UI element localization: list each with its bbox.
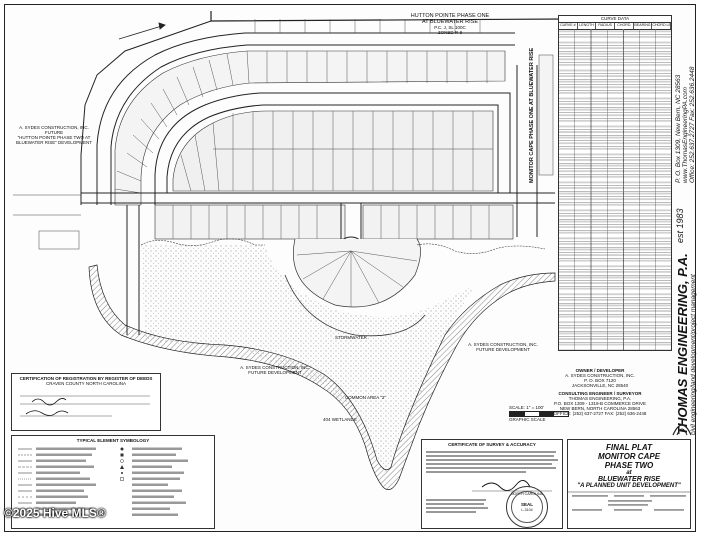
registration-box: CERTIFICATION OF REGISTRATION BY REGISTE… — [11, 373, 161, 431]
future-dev-label-east: A. SYDES CONSTRUCTION, INC. FUTURE DEVEL… — [463, 342, 543, 352]
curve-header-bearing: BEARING — [634, 23, 653, 29]
scale-label: SCALE: 1" = 100' — [509, 405, 544, 410]
title-block-details — [568, 491, 690, 511]
curve-data-table: CURVE DATA CURVE # LENGTH RADIUS CHORD B… — [558, 15, 672, 351]
seal-state: NORTH CAROLINA — [510, 492, 544, 496]
brand-phones: Office: 252.637.2727 Fax: 252.636.2448 — [689, 66, 696, 183]
engineer-title: CONSULTING ENGINEER / SURVEYOR — [558, 391, 642, 396]
future-dev-owner: A. SYDES CONSTRUCTION, INC. — [240, 365, 310, 370]
wetlands-label: 404 WETLANDS — [323, 417, 357, 422]
owner-city: JACKSONVILLE, NC 28540 — [571, 383, 629, 388]
brand-strip: P. O. Box 1309, New Bern, NC 28563 www.T… — [673, 15, 701, 445]
brand-address: P. O. Box 1309, New Bern, NC 28563 — [675, 74, 682, 183]
title-pud: "A PLANNED UNIT DEVELOPMENT" — [577, 483, 681, 489]
owner-name: A. SYDES CONSTRUCTION, INC. — [565, 373, 635, 378]
adjacent-phase-ref: P.C. J, SL 100C — [434, 25, 466, 30]
mls-watermark: ©2025 Hive MLS® — [4, 506, 106, 520]
engineer-address: P.O. BOX 1309 - 1319-B COMMERCE DRIVE — [554, 401, 646, 406]
future-name: "HUTTON POINTE PHASE TWO AT — [17, 135, 91, 140]
engineer-phone: OFFICE: (252) 637-2727 FAX: (252) 636-24… — [553, 411, 647, 416]
curve-header-chord-length: CHORD LENGTH — [652, 23, 672, 29]
adjacent-phase-label: HUTTON POINTE PHASE ONE AT BLUEWATER RIS… — [385, 13, 515, 35]
curve-header-length: LENGTH — [578, 23, 597, 29]
brand-name: THOMAS ENGINEERING, P.A. — [675, 253, 690, 435]
adjacent-phase-zone: ZONED R-8 — [437, 30, 463, 35]
adjacent-phase-title: HUTTON POINTE PHASE ONE — [410, 13, 490, 19]
adjacent-phase-subtitle: AT BLUEWATER RISE — [421, 19, 479, 25]
future-dev2-owner: A. SYDES CONSTRUCTION, INC. — [468, 342, 538, 347]
engineer-name: THOMAS ENGINEERING, P.A. — [568, 396, 632, 401]
registration-title: CERTIFICATION OF REGISTRATION BY REGISTE… — [19, 376, 153, 381]
symbology-box: TYPICAL ELEMENT SYMBOLOGY — [11, 435, 215, 529]
owner-address: P. O. BOX 7120 — [584, 378, 616, 383]
owner-title: OWNER / DEVELOPER — [575, 368, 625, 373]
common-area-label: COMMON AREA "2" — [345, 395, 386, 400]
brand-tagline: civil engineering/land development/proje… — [690, 274, 697, 435]
future-dev2-word: FUTURE DEVELOPMENT — [476, 347, 530, 352]
future-owner: A. SYDES CONSTRUCTION, INC. — [19, 125, 89, 130]
seal-number: L-3104 — [521, 508, 533, 512]
curve-table-rows — [559, 29, 671, 350]
site-plan-drawing — [13, 11, 566, 490]
future-development-label: A. SYDES CONSTRUCTION, INC. FUTURE "HUTT… — [15, 125, 93, 145]
title-at: at — [626, 470, 632, 476]
registration-signature-lines — [20, 395, 150, 417]
brand-website: www.ThomasEngineeringPA.com — [682, 87, 689, 183]
plat-sheet: HUTTON POINTE PHASE ONE AT BLUEWATER RIS… — [4, 4, 697, 532]
north-arrow-icon — [118, 22, 166, 40]
engineer-city: NEW BERN, NORTH CAROLINA 28563 — [559, 406, 641, 411]
stormwater-label: STORMWATER — [335, 335, 367, 340]
future-name-cont: BLUEWATER RISE" DEVELOPMENT — [15, 140, 93, 145]
title-phase: PHASE TWO — [604, 461, 654, 470]
certificate-title: CERTIFICATE OF SURVEY & ACCURACY — [448, 442, 536, 447]
curve-header-number: CURVE # — [559, 23, 578, 29]
certificate-box: CERTIFICATE OF SURVEY & ACCURACY NORTH C… — [421, 439, 563, 529]
brand-logo-icon — [672, 424, 692, 436]
curve-table-title: CURVE DATA — [559, 16, 671, 23]
title-subdivision: MONITOR CAPE — [597, 452, 661, 461]
owner-developer-block: OWNER / DEVELOPER A. SYDES CONSTRUCTION,… — [545, 368, 655, 416]
scale-sub: GRAPHIC SCALE — [509, 417, 546, 422]
curve-header-chord: CHORD — [615, 23, 634, 29]
title-block: FINAL PLAT MONITOR CAPE PHASE TWO at BLU… — [567, 439, 691, 529]
engineer-seal-icon: NORTH CAROLINA SEAL L-3104 — [506, 486, 548, 528]
curve-header-radius: RADIUS — [596, 23, 616, 29]
seal-word: SEAL — [520, 502, 533, 507]
title-development: BLUEWATER RISE — [597, 476, 661, 483]
east-street-label: MONITOR CAPE PHASE ONE AT BLUEWATER RISE — [529, 47, 535, 183]
brand-established: est 1983 — [675, 208, 685, 243]
future-dev-label-south: A. SYDES CONSTRUCTION, INC. FUTURE DEVEL… — [235, 365, 315, 375]
future-dev-word: FUTURE DEVELOPMENT — [248, 370, 302, 375]
scale-bar: SCALE: 1" = 100' GRAPHIC SCALE — [509, 405, 569, 422]
registration-sub: CRAVEN COUNTY NORTH CAROLINA — [45, 381, 126, 386]
symbology-title: TYPICAL ELEMENT SYMBOLOGY — [76, 438, 150, 443]
future-word: FUTURE — [44, 130, 64, 135]
symbology-legend — [18, 447, 188, 516]
title-final-plat: FINAL PLAT — [606, 443, 652, 452]
scale-graphic — [509, 411, 569, 417]
